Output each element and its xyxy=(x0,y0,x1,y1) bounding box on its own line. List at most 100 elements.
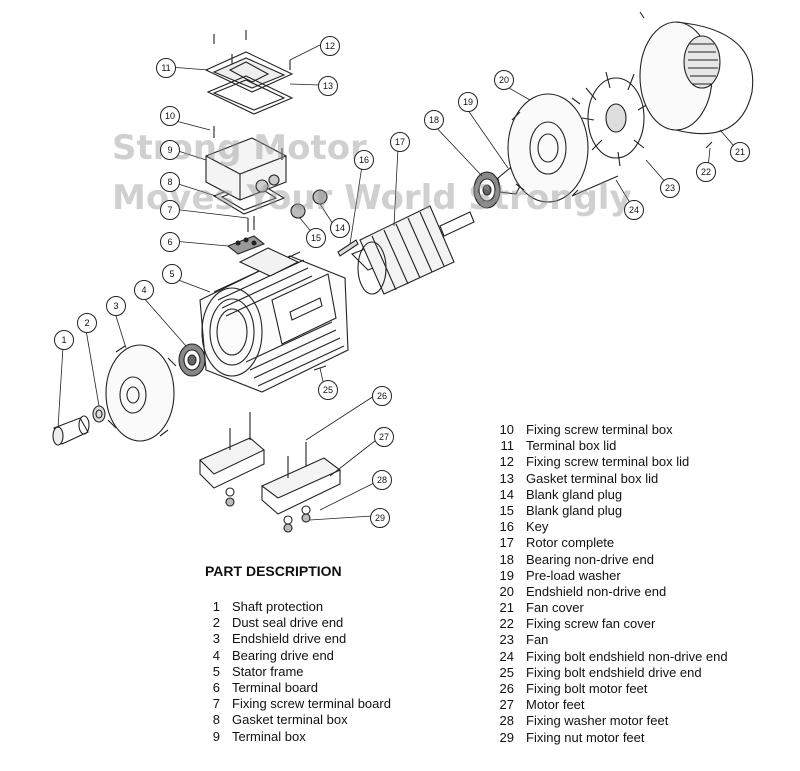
part-name: Bearing drive end xyxy=(232,647,334,663)
fixing-washer-nut-part xyxy=(225,487,311,533)
terminal-box-lid-part xyxy=(204,30,294,160)
part-name: Fan xyxy=(526,632,549,648)
part-name: Fixing screw fan cover xyxy=(526,616,656,632)
callout-17: 17 xyxy=(390,132,410,152)
callout-14: 14 xyxy=(330,218,350,238)
dust-seal-part xyxy=(92,405,106,423)
part-number: 17 xyxy=(499,535,514,551)
callout-18: 18 xyxy=(424,110,444,130)
stator-frame-part xyxy=(199,247,349,393)
fixing-screw-terminal-board-part xyxy=(247,216,255,232)
part-number: 3 xyxy=(212,631,220,647)
part-number: 9 xyxy=(212,728,220,744)
part-name: Fixing bolt endshield non-drive end xyxy=(526,648,728,664)
part-name: Motor feet xyxy=(526,697,585,713)
callout-10: 10 xyxy=(160,106,180,126)
part-name: Fixing screw terminal box lid xyxy=(526,454,690,470)
part-number: 29 xyxy=(499,729,514,745)
part-name: Blank gland plug xyxy=(526,486,623,502)
part-item: 26 Fixing bolt motor feet xyxy=(478,681,728,697)
callout-9: 9 xyxy=(160,140,180,160)
part-item: 27 Motor feet xyxy=(478,697,728,713)
part-name: Dust seal drive end xyxy=(232,615,344,631)
part-number: 26 xyxy=(499,681,514,696)
callout-23: 23 xyxy=(660,178,680,198)
fixing-bolt-motor-feet-part xyxy=(229,412,307,478)
part-item: 4 Bearing drive end xyxy=(196,648,391,664)
part-number: 10 xyxy=(499,422,514,437)
callout-24: 24 xyxy=(624,200,644,220)
callout-26: 26 xyxy=(372,386,392,406)
motor-feet-part xyxy=(199,437,342,515)
callout-13: 13 xyxy=(318,76,338,96)
terminal-board-part xyxy=(226,235,266,255)
callout-6: 6 xyxy=(160,232,180,252)
part-name: Bearing non-drive end xyxy=(526,551,654,567)
part-item: 15 Blank gland plug xyxy=(478,503,728,519)
callout-25: 25 xyxy=(318,380,338,400)
callout-3: 3 xyxy=(106,296,126,316)
part-name: Fixing washer motor feet xyxy=(526,713,669,729)
part-number: 16 xyxy=(499,519,514,535)
part-item: 13 Gasket terminal box lid xyxy=(478,471,728,487)
callout-22: 22 xyxy=(696,162,716,182)
part-number: 4 xyxy=(212,647,220,663)
callout-20: 20 xyxy=(494,70,514,90)
part-number: 2 xyxy=(212,615,220,631)
part-name: Fixing bolt endshield drive end xyxy=(526,664,702,680)
part-item: 29 Fixing nut motor feet xyxy=(478,730,728,746)
part-number: 8 xyxy=(212,712,220,728)
fan-cover-part xyxy=(639,21,754,135)
callout-15: 15 xyxy=(306,228,326,248)
callout-19: 19 xyxy=(458,92,478,112)
part-name: Stator frame xyxy=(232,663,304,679)
part-number: 25 xyxy=(499,664,514,680)
fixing-screw-fan-cover-part xyxy=(639,11,713,149)
part-description-heading: PART DESCRIPTION xyxy=(205,563,342,579)
part-number: 18 xyxy=(499,551,514,567)
part-number: 15 xyxy=(499,502,514,518)
part-name: Blank gland plug xyxy=(526,502,623,518)
part-name: Fan cover xyxy=(526,600,584,616)
part-name: Gasket terminal box xyxy=(232,712,348,728)
part-name: Fixing nut motor feet xyxy=(526,729,645,745)
callout-2: 2 xyxy=(77,313,97,333)
part-number: 11 xyxy=(500,438,515,454)
part-number: 13 xyxy=(499,470,514,486)
part-number: 19 xyxy=(499,567,514,583)
callout-5: 5 xyxy=(162,264,182,284)
part-name: Fixing bolt motor feet xyxy=(526,681,648,696)
callout-28: 28 xyxy=(372,470,392,490)
shaft-protection-part xyxy=(52,415,90,446)
callout-29: 29 xyxy=(370,508,390,528)
part-name: Fixing screw terminal box xyxy=(526,422,673,437)
endshield-non-drive-end-part xyxy=(507,93,589,203)
blank-gland-plug-part xyxy=(290,189,328,219)
bearing-non-drive-end-part xyxy=(473,171,501,209)
part-number: 27 xyxy=(499,697,514,713)
part-name: Endshield drive end xyxy=(232,631,347,647)
part-name: Rotor complete xyxy=(526,535,615,551)
callout-8: 8 xyxy=(160,172,180,192)
part-name: Gasket terminal box lid xyxy=(526,470,659,486)
terminal-box-part xyxy=(205,137,287,201)
part-item: 8 Gasket terminal box xyxy=(196,712,391,728)
part-number: 20 xyxy=(499,583,514,599)
part-item: 3 Endshield drive end xyxy=(196,631,391,647)
callout-12: 12 xyxy=(320,36,340,56)
callout-4: 4 xyxy=(134,280,154,300)
part-name: Fixing screw terminal board xyxy=(232,696,391,712)
part-number: 1 xyxy=(212,599,220,614)
